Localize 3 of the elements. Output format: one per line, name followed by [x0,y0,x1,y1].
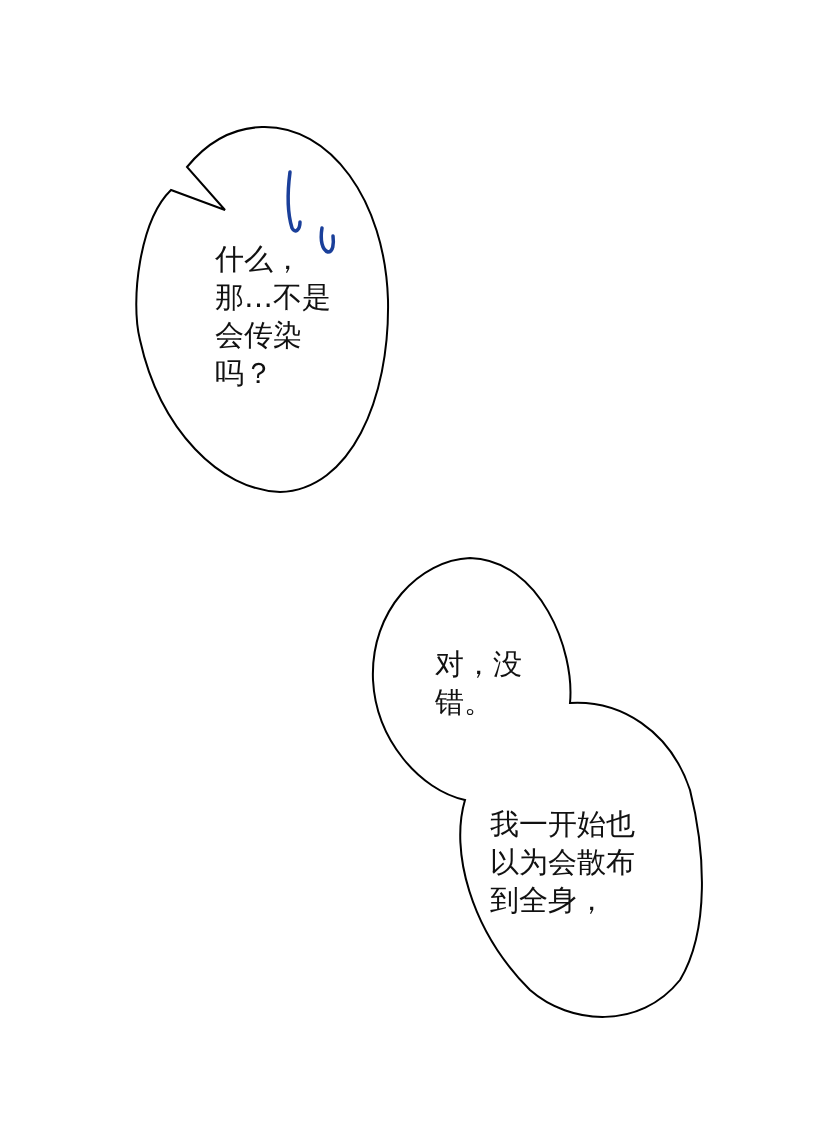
speech-text: 什么，那…不是会传染吗？ [215,241,332,392]
speech-text: 我一开始也以为会散布到全身， [490,806,636,919]
speech-text: 对，没错。 [435,646,523,721]
